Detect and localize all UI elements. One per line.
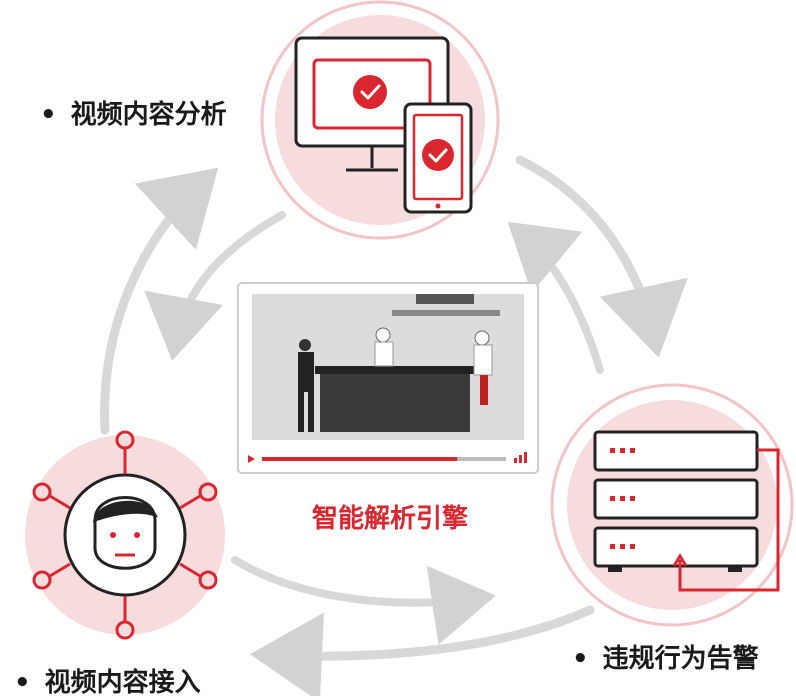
label-violation-alert: •违规行为告警 — [572, 644, 759, 674]
center-caption: 智能解析引擎 — [312, 504, 469, 534]
arrow-right-to-top — [507, 221, 604, 374]
node-left — [25, 430, 225, 640]
outer-cycle-arrows — [100, 155, 688, 696]
check-icon-monitor — [353, 75, 387, 109]
arrow-left-to-top — [100, 167, 219, 435]
progress-fill — [262, 457, 458, 461]
label-video-analysis: •视频内容分析 — [40, 100, 227, 130]
bullet-dot: • — [40, 100, 57, 130]
arrow-right-to-left — [250, 605, 595, 696]
arrow-top-to-left — [144, 211, 286, 361]
server-rack-icon — [593, 430, 780, 592]
monitor-icon — [294, 36, 450, 172]
inner-cycle-arrows — [144, 211, 604, 645]
play-icon — [248, 455, 255, 463]
center-video — [237, 282, 539, 474]
node-top-ring — [260, 0, 500, 240]
face-icon — [92, 496, 158, 570]
label-video-ingest: •视频内容接入 — [14, 668, 201, 698]
node-right-ring — [550, 383, 794, 627]
arrow-top-to-right — [515, 155, 688, 358]
volume-icon — [514, 452, 527, 463]
node-top — [260, 0, 500, 240]
tablet-icon — [403, 102, 473, 214]
network-nodes — [32, 430, 218, 640]
arrow-left-to-right — [231, 556, 496, 645]
bullet-dot: • — [14, 668, 31, 698]
bullet-dot: • — [572, 644, 589, 674]
node-right — [550, 383, 794, 627]
check-icon-tablet — [422, 139, 454, 171]
